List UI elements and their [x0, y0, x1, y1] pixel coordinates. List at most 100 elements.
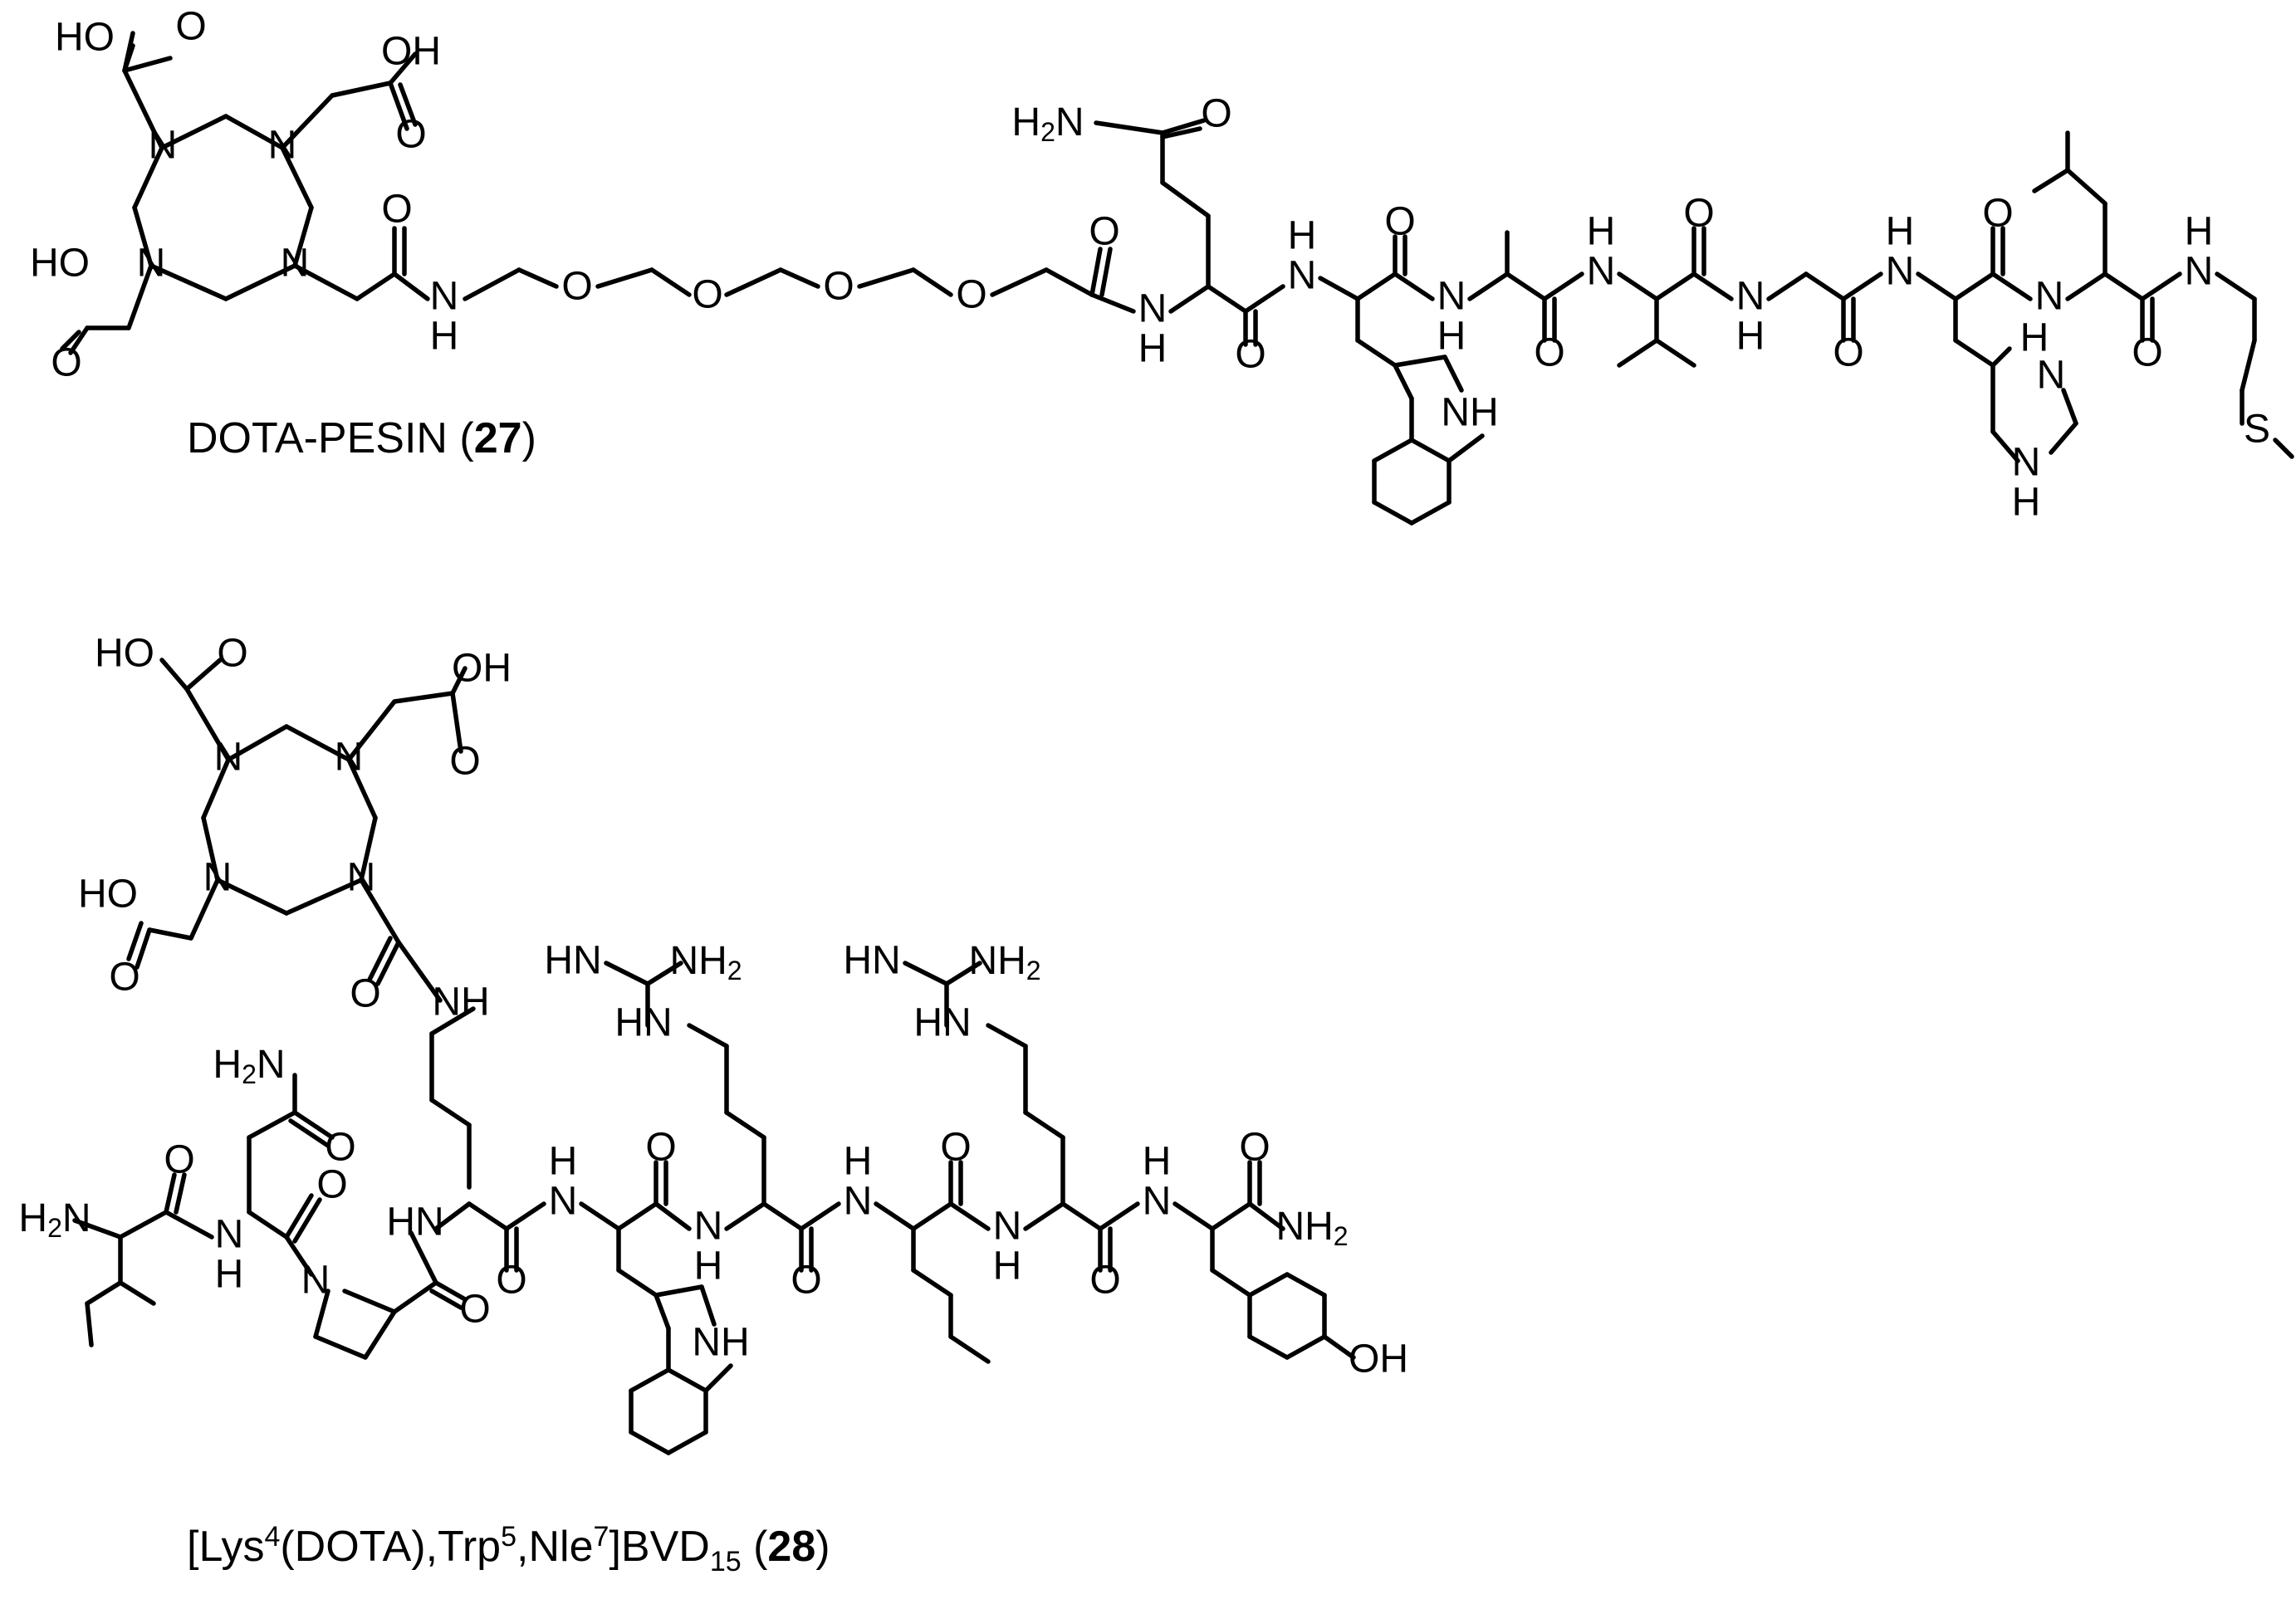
atom-label-h: H: [1886, 210, 1915, 254]
atom-label-n: N: [1288, 254, 1317, 298]
atom-label-o: O: [940, 1126, 971, 1170]
atom-label-h: H: [2020, 316, 2049, 360]
atom-label-hn: HN: [386, 1201, 443, 1245]
atom-label-o: O: [1201, 92, 1231, 136]
atom-label-o: O: [561, 265, 592, 309]
atom-label-n: N: [1886, 250, 1915, 294]
atom-label-n: N: [268, 124, 297, 168]
atom-label-oh: OH: [1349, 1337, 1408, 1381]
atom-label-n: N: [844, 1180, 873, 1224]
atom-label-o: O: [395, 113, 426, 157]
atom-label-oh: OH: [381, 30, 441, 74]
atom-label-ho: HO: [55, 16, 115, 60]
atom-label-ho: HO: [30, 242, 90, 286]
atom-label-hn: HN: [913, 1001, 971, 1045]
atom-label-n: N: [335, 736, 364, 780]
compound-28-caption: [Lys4(DOTA),Trp5,Nle7]BVD15 (28): [187, 1521, 830, 1577]
atom-label-h: H: [694, 1245, 723, 1289]
atom-label-o: O: [381, 188, 412, 232]
atom-label-n: N: [137, 242, 166, 286]
atom-label-h: H: [1736, 315, 1765, 359]
atom-label-h2n: H2N: [213, 1043, 285, 1090]
atom-label-n: N: [215, 1213, 244, 1257]
atom-label-nh2: NH2: [1275, 1205, 1348, 1252]
compound-28-atoms: HO O N N OH O N N HO O O NH H2N O N H H2…: [18, 632, 1408, 1381]
atom-label-nh: NH: [432, 980, 489, 1025]
atom-label-o: O: [645, 1126, 676, 1170]
atom-label-h2n: H2N: [18, 1196, 91, 1244]
atom-label-n: N: [1736, 275, 1765, 319]
atom-label-n: N: [149, 124, 178, 168]
atom-label-hn: HN: [614, 1001, 672, 1045]
atom-label-n: N: [301, 1259, 330, 1303]
atom-label-nh2: NH2: [669, 939, 742, 986]
atom-label-o: O: [1683, 192, 1714, 236]
atom-label-nh: NH: [692, 1321, 749, 1365]
atom-label-o: O: [350, 972, 380, 1016]
atom-label-o: O: [1235, 333, 1265, 377]
atom-label-o: O: [1384, 200, 1415, 244]
atom-label-n: N: [1143, 1180, 1172, 1224]
atom-label-s: S: [2244, 408, 2270, 452]
atom-label-o: O: [1982, 192, 2013, 236]
atom-label-h: H: [993, 1245, 1022, 1289]
atom-label-h: H: [1138, 327, 1168, 371]
atom-label-n: N: [1138, 287, 1168, 331]
atom-label-o: O: [316, 1163, 347, 1207]
atom-label-oh: OH: [452, 647, 512, 691]
atom-label-o: O: [692, 273, 722, 317]
compound-27-bonds: [60, 31, 2294, 526]
atom-label-ho: HO: [78, 873, 138, 917]
atom-label-h: H: [1143, 1140, 1172, 1184]
atom-label-o: O: [175, 5, 206, 49]
atom-label-n: N: [430, 275, 459, 319]
atom-label-o: O: [1833, 331, 1863, 375]
atom-label-h: H: [215, 1253, 244, 1297]
atom-label-o: O: [217, 632, 247, 676]
compound-28-bonds: [72, 658, 1356, 1455]
atom-label-h: H: [549, 1140, 578, 1184]
atom-label-n: N: [694, 1205, 723, 1249]
atom-label-h: H: [2012, 481, 2041, 525]
atom-label-o: O: [1239, 1126, 1270, 1170]
atom-label-o: O: [1089, 1259, 1120, 1303]
atom-label-n: N: [1437, 275, 1466, 319]
atom-label-o: O: [823, 265, 854, 309]
atom-label-o: O: [51, 341, 81, 385]
atom-label-n: N: [2012, 441, 2041, 485]
atom-label-o: O: [956, 273, 986, 317]
atom-label-o: O: [449, 740, 480, 784]
atom-label-n: N: [347, 856, 376, 900]
atom-label-hn: HN: [843, 939, 900, 983]
atom-label-ho: HO: [95, 632, 154, 676]
atom-label-n: N: [2037, 354, 2066, 398]
atom-label-nh2: NH2: [968, 939, 1040, 986]
atom-label-o: O: [109, 956, 140, 1000]
atom-label-h: H: [430, 315, 459, 359]
atom-label-h: H: [1288, 214, 1317, 258]
atom-label-o: O: [325, 1126, 355, 1170]
atom-label-hn: HN: [544, 939, 601, 983]
compound-27-atoms: HO O N N OH O N N HO O O N H O O O O O N…: [30, 5, 2270, 525]
atom-label-h: H: [2185, 210, 2214, 254]
atom-label-o: O: [791, 1259, 821, 1303]
atom-label-n: N: [2185, 250, 2214, 294]
atom-label-n: N: [214, 736, 243, 780]
compound-27-caption: DOTA-PESIN (27): [187, 414, 536, 462]
atom-label-n: N: [549, 1180, 578, 1224]
atom-label-n: N: [2035, 275, 2064, 319]
atom-label-o: O: [1089, 210, 1119, 254]
atom-label-o: O: [1534, 331, 1564, 375]
atom-label-h: H: [844, 1140, 873, 1184]
atom-label-o: O: [459, 1288, 490, 1332]
atom-label-h: H: [1437, 315, 1466, 359]
atom-label-n: N: [1587, 250, 1616, 294]
atom-label-o: O: [2132, 331, 2162, 375]
atom-label-h2n: H2N: [1011, 100, 1084, 148]
atom-label-n: N: [203, 856, 233, 900]
atom-label-n: N: [281, 242, 310, 286]
atom-label-o: O: [496, 1259, 526, 1303]
atom-label-h: H: [1587, 210, 1616, 254]
atom-label-o: O: [164, 1138, 194, 1182]
